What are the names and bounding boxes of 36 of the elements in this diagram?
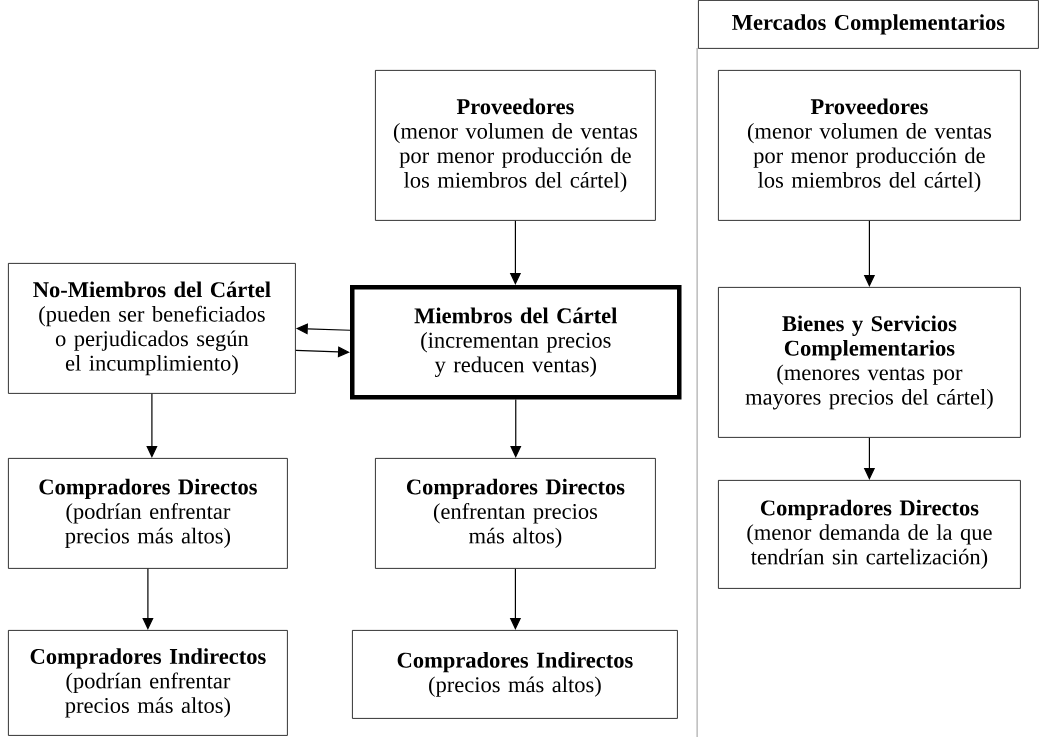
box-heading: Bienes y Servicios Complementarios: [782, 315, 957, 361]
process-box: [8, 263, 296, 394]
process-box: [352, 630, 678, 719]
box-text: (incrementan precios y reducen ventas): [421, 332, 611, 377]
box-heading: Compradores Directos: [760, 499, 979, 521]
box-heading: Compradores Directos: [39, 478, 257, 500]
box-heading: Compradores Indirectos: [397, 651, 633, 673]
box-text: (pueden ser beneficiados o perjudicados según el incumplimiento): [39, 305, 265, 376]
box-text: (menor demanda de la que tendrían sin cartelización): [747, 524, 992, 570]
box-heading: No-Miembros del Cártel: [33, 281, 271, 298]
process-box: [718, 480, 1021, 589]
box-heading: Proveedores: [810, 98, 928, 115]
process-box: [718, 70, 1021, 221]
box-text: (menor volumen de ventas por menor producción de los miembros del cártel): [747, 122, 992, 193]
box-heading: Compradores Directos: [406, 478, 625, 500]
box-text: (podrían enfrentar precios más altos): [65, 672, 231, 718]
process-box: [375, 458, 656, 569]
box-heading: Proveedores: [456, 98, 574, 115]
title-box: [698, 0, 1039, 49]
arrow: [510, 398, 522, 458]
box-text: (precios más altos): [429, 676, 601, 697]
box-heading: Compradores Indirectos: [30, 648, 266, 669]
process-box: [8, 630, 288, 736]
process-box: [375, 70, 656, 221]
box-text: (menores ventas por mayores precios del cártel): [745, 364, 993, 410]
arrow: [146, 393, 158, 458]
arrow: [142, 568, 154, 630]
box-text: (menor volumen de ventas por menor producción de los miembros del cártel): [393, 122, 638, 193]
process-box: [718, 287, 1021, 438]
process-box: [8, 458, 288, 569]
process-box: [350, 285, 682, 400]
box-heading: Miembros del Cártel: [414, 307, 617, 324]
box-heading: Mercados Complementarios: [732, 14, 1005, 35]
arrow: [295, 346, 350, 358]
box-text: (enfrentan precios más altos): [433, 503, 598, 549]
box-text: (podrían enfrentar precios más altos): [65, 503, 231, 549]
